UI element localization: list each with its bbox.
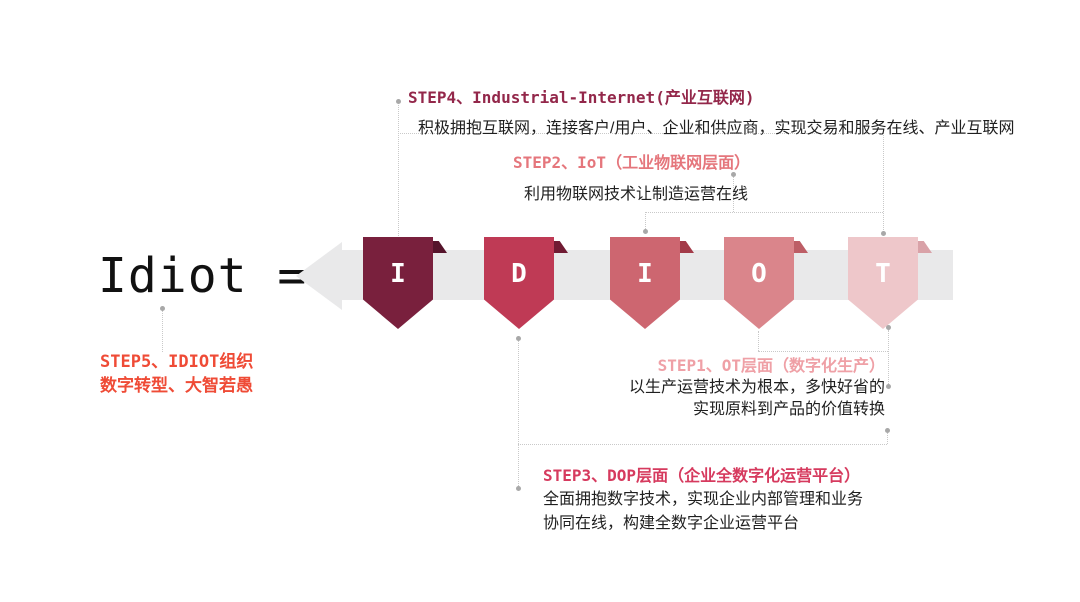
step5-line1: STEP5、IDIOT组织 [100, 352, 254, 372]
connector-dot [731, 172, 736, 177]
connector-line [398, 105, 399, 238]
connector-line [883, 133, 884, 234]
connector-line [758, 331, 759, 351]
connector-line [162, 310, 163, 352]
step5-callout: STEP5、IDIOT组织 数字转型、大智若愚 [100, 350, 253, 398]
connector-line [758, 351, 888, 352]
connector-dot [881, 231, 886, 236]
connector-dot [643, 229, 648, 234]
banner-letter-label: O [751, 259, 767, 289]
banner-t: T [848, 237, 932, 329]
banner-letter-label: D [511, 259, 527, 289]
banner-letter-label: I [637, 259, 653, 289]
step4-callout: STEP4、Industrial-Internet(产业互联网) 积极拥抱互联网… [408, 84, 1014, 138]
step4-heading: STEP4、Industrial-Internet(产业互联网) [408, 88, 755, 107]
connector-dot [886, 384, 891, 389]
connector-line [645, 212, 883, 213]
banner-i1: I [363, 237, 447, 329]
step4-body: 积极拥抱互联网，连接客户/用户、企业和供应商，实现交易和服务在线、产业互联网 [418, 120, 1015, 137]
connector-line [518, 341, 519, 488]
formula-label: Idiot = [98, 248, 308, 304]
step2-body: 利用物联网技术让制造运营在线 [524, 186, 749, 203]
connector-dot [516, 336, 521, 341]
connector-dot [886, 325, 891, 330]
step3-body-line2: 协同在线，构建全数字企业运营平台 [543, 515, 800, 532]
connector-dot [160, 306, 165, 311]
step5-line2: 数字转型、大智若愚 [100, 376, 253, 396]
step3-callout: STEP3、DOP层面（企业全数字化运营平台） 全面拥抱数字技术，实现企业内部管… [543, 464, 863, 536]
step2-callout: STEP2、IoT（工业物联网层面） 利用物联网技术让制造运营在线 [513, 149, 750, 204]
connector-line [888, 330, 889, 386]
step2-heading: STEP2、IoT（工业物联网层面） [513, 153, 751, 172]
ribbon-fold [679, 241, 694, 253]
connector-line [645, 212, 646, 231]
banner-i2: I [610, 237, 694, 329]
connector-dot [516, 486, 521, 491]
connector-dot [885, 428, 890, 433]
banner-d: D [484, 237, 568, 329]
banner-letter-label: T [875, 259, 891, 289]
step3-body-line1: 全面拥抱数字技术，实现企业内部管理和业务 [543, 491, 864, 508]
step1-body-line1: 以生产运营技术为根本，多快好省的 [628, 379, 885, 396]
connector-line [733, 177, 734, 212]
ribbon-fold [553, 241, 568, 253]
flow-arrow-head-icon [296, 242, 342, 310]
step3-heading: STEP3、DOP层面（企业全数字化运营平台） [543, 466, 861, 485]
connector-line [887, 433, 888, 444]
ribbon-fold [432, 241, 447, 253]
banner-letter-label: I [390, 259, 406, 289]
banner-o: O [724, 237, 808, 329]
connector-line [398, 133, 883, 134]
connector-line [518, 444, 887, 445]
ribbon-fold [793, 241, 808, 253]
step1-body-line2: 实现原料到产品的价值转换 [692, 401, 885, 418]
connector-dot [396, 99, 401, 104]
step1-callout: STEP1、OT层面（数字化生产） 以生产运营技术为根本，多快好省的 实现原料到… [629, 355, 885, 421]
step1-heading: STEP1、OT层面（数字化生产） [657, 356, 885, 375]
ribbon-fold [917, 241, 932, 253]
